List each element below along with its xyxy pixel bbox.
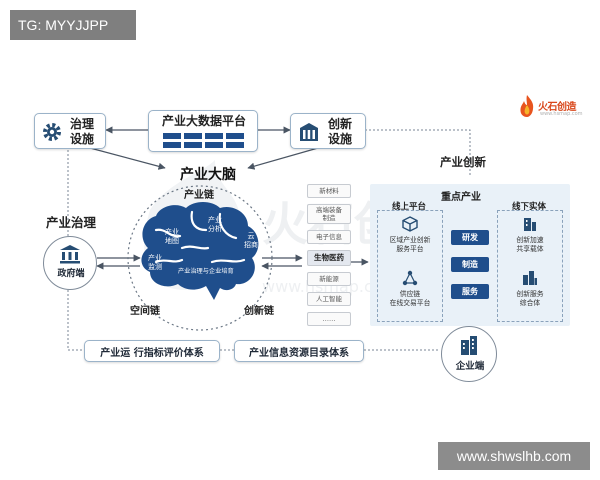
- enterprise-circle: 企业端: [441, 326, 497, 382]
- industry-item: 新能源: [307, 272, 351, 286]
- office-building-icon: [524, 218, 536, 231]
- database-blocks-icon: [163, 133, 244, 148]
- offline-item-accelerator: 创新加速 共享载体: [516, 236, 544, 254]
- offline-entity-title: 线下实体: [512, 202, 547, 212]
- online-column: [377, 210, 443, 322]
- enterprise-building-icon: [461, 336, 477, 355]
- website-watermark: www.shwslhb.com: [438, 442, 590, 470]
- online-item-innovation-platform: 区域产业创新 服务平台: [389, 236, 431, 254]
- brain-graphic: [141, 202, 259, 300]
- lobe-industry-monitoring: 产业 监测: [148, 254, 162, 272]
- online-platform-title: 线上平台: [392, 202, 427, 212]
- industry-innovation-label: 产业创新: [440, 155, 486, 169]
- tg-tag: TG: MYYJJPP: [10, 10, 136, 40]
- lobe-industry-analysis: 产业 分析: [208, 216, 222, 234]
- industry-item: 高端装备 制造: [307, 204, 351, 224]
- governance-facility-label: 治理 设施: [70, 117, 95, 146]
- gear-icon: [43, 123, 61, 141]
- industry-item-highlight: 生物医药: [307, 250, 351, 266]
- key-industry-panel: [370, 184, 570, 326]
- space-chain-label: 空间链: [130, 306, 160, 317]
- innovation-facility-label: 创新 设施: [328, 117, 353, 146]
- online-item-supply-chain: 供应链 在线交易平台: [389, 290, 431, 308]
- industry-item: 新材料: [307, 184, 351, 198]
- government-building-icon: [60, 245, 80, 264]
- logo-site-text: www.hsmap.com: [540, 111, 583, 117]
- brand-logo: 火石创造 www.hsmap.com: [518, 92, 583, 122]
- offline-item-service-complex: 创新服务 综合体: [516, 290, 544, 308]
- complex-building-icon: [523, 271, 537, 285]
- industry-item: ……: [307, 312, 351, 326]
- industry-brain-title: 产业大脑: [180, 167, 236, 183]
- logo-brand-text: 火石创造: [538, 102, 577, 113]
- government-label: 政府端: [57, 269, 85, 279]
- rd-box: 研发: [451, 230, 489, 245]
- catalog-system-label: 产业信息资源目录体系: [249, 348, 349, 359]
- government-circle: 政府端: [43, 236, 97, 290]
- industry-item: 人工智能: [307, 292, 351, 306]
- bigdata-platform-box: 产业大数据平台: [148, 110, 258, 152]
- industry-item: 电子信息: [307, 230, 351, 244]
- network-icon: [402, 270, 418, 286]
- flame-icon: [520, 95, 534, 117]
- enterprise-label: 企业端: [455, 361, 485, 372]
- industry-chain-label: 产业链: [184, 190, 214, 201]
- innovation-facility-box: 创新 设施: [290, 113, 366, 149]
- industry-governance-label: 产业治理: [46, 215, 97, 230]
- service-box: 服务: [451, 284, 489, 299]
- lobe-cloud-investment: 云 招商: [244, 232, 258, 250]
- svg-text:www.hsmap.com: www.hsmap.com: [262, 277, 398, 296]
- innovation-chain-label: 创新链: [244, 306, 274, 317]
- cube-icon: [402, 216, 418, 232]
- key-industry-title: 重点产业: [441, 192, 481, 203]
- evaluation-system-box: 产业运 行指标评价体系: [84, 340, 220, 362]
- evaluation-system-label: 产业运 行指标评价体系: [100, 348, 204, 359]
- catalog-system-box: 产业信息资源目录体系: [234, 340, 364, 362]
- lobe-governance-cultivation: 产业治理与企业培育: [178, 268, 234, 275]
- governance-facility-box: 治理 设施: [34, 113, 106, 149]
- offline-column: [497, 210, 563, 322]
- lobe-industry-map: 产业 地图: [165, 228, 179, 246]
- manufacturing-box: 制造: [451, 257, 489, 272]
- building-icon: [300, 123, 318, 141]
- bigdata-platform-label: 产业大数据平台: [161, 114, 246, 128]
